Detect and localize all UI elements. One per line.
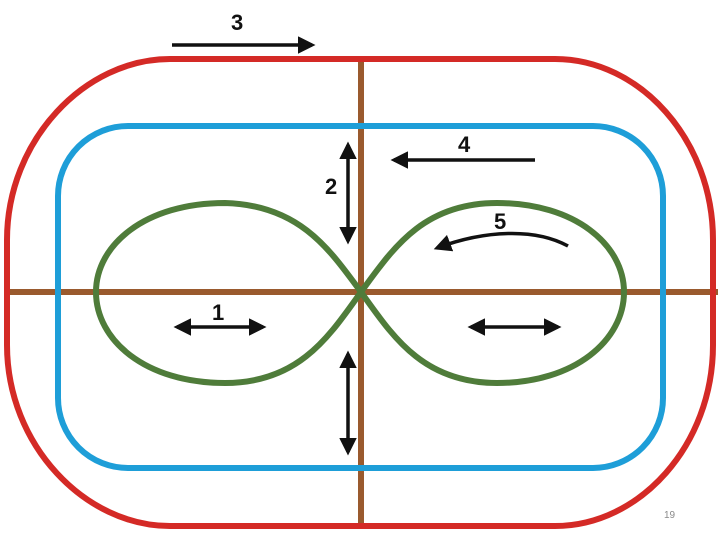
arrows-group xyxy=(172,36,569,456)
label-5: 5 xyxy=(494,209,506,234)
arrow-5-curved xyxy=(433,231,569,252)
label-1: 1 xyxy=(212,300,224,325)
label-3: 3 xyxy=(231,10,243,35)
page-number: 19 xyxy=(664,510,676,521)
label-2: 2 xyxy=(325,174,337,199)
label-4: 4 xyxy=(458,132,471,157)
outer-track xyxy=(4,56,716,529)
figure-eight-track xyxy=(92,199,628,387)
inner-track xyxy=(55,123,666,471)
